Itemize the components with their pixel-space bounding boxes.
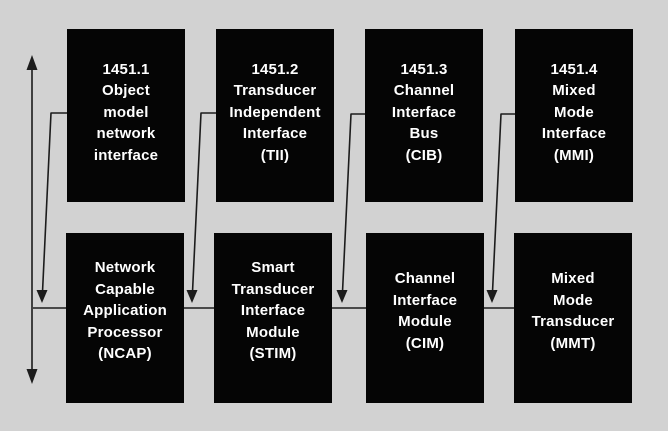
box-cim-label: Channel Interface Module (CIM): [392, 270, 458, 352]
connector-1451-2-arrowhead: [186, 290, 198, 303]
box-cim: Channel Interface Module (CIM): [366, 233, 484, 403]
box-1451-4-label: 1451.4 Mixed Mode Interface (MMI): [541, 60, 607, 164]
box-ncap-label: Network Capable Application Processor (N…: [83, 259, 167, 363]
box-stim-label: Smart Transducer Interface Module (STIM): [231, 259, 315, 363]
connector-1451-4: [491, 113, 515, 293]
box-1451-2-label: 1451.2 Transducer Independent Interface …: [229, 60, 321, 164]
network-axis-down-arrowhead: [26, 369, 38, 384]
box-ncap: Network Capable Application Processor (N…: [66, 233, 184, 403]
connector-1451-4-arrowhead: [486, 290, 498, 303]
box-1451-2: 1451.2 Transducer Independent Interface …: [216, 29, 334, 202]
connector-1451-3: [341, 113, 365, 293]
box-stim: Smart Transducer Interface Module (STIM): [214, 233, 332, 403]
box-mmt: Mixed Mode Transducer (MMT): [514, 233, 632, 403]
network-axis-up-arrowhead: [26, 55, 38, 70]
connector-1451-2: [191, 112, 216, 293]
box-1451-1: 1451.1 Object model network interface: [67, 29, 185, 202]
connector-1451-1: [41, 112, 67, 293]
box-1451-3: 1451.3 Channel Interface Bus (CIB): [365, 29, 483, 202]
box-1451-1-label: 1451.1 Object model network interface: [93, 60, 159, 164]
box-1451-4: 1451.4 Mixed Mode Interface (MMI): [515, 29, 633, 202]
connector-1451-3-arrowhead: [336, 290, 348, 303]
box-1451-3-label: 1451.3 Channel Interface Bus (CIB): [391, 60, 457, 164]
connector-1451-1-arrowhead: [36, 290, 48, 303]
box-mmt-label: Mixed Mode Transducer (MMT): [531, 270, 615, 352]
